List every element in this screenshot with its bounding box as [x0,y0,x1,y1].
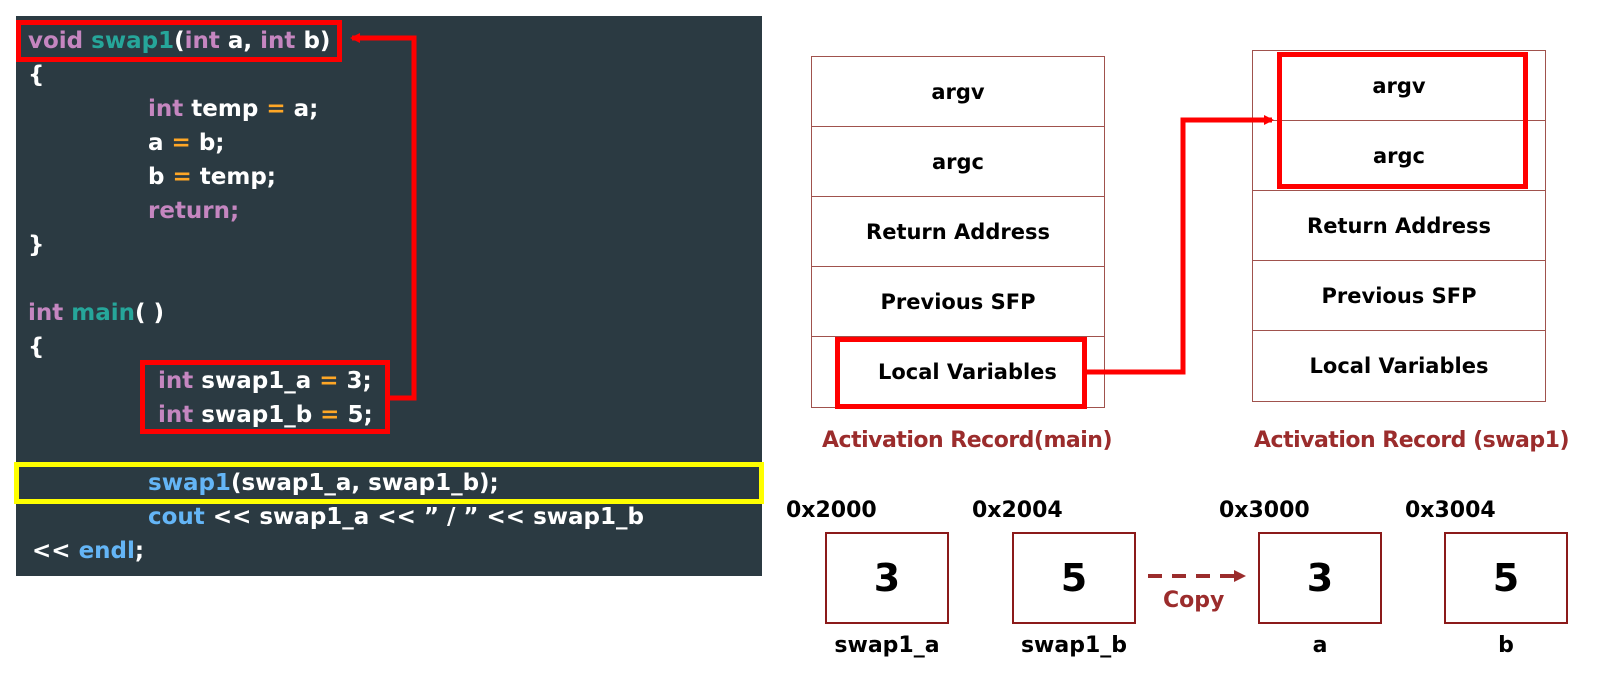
code-text: << swap1_a << ” / ” << swap1_b [204,504,644,530]
var-name-b: b [1498,633,1514,658]
memory-box-b: 5 [1444,532,1568,624]
code-text: a [148,130,172,156]
stack-main-previous-sfp: Previous SFP [812,267,1104,337]
code-text: a; [285,96,319,122]
address-0x2000: 0x2000 [786,498,877,523]
keyword: int [158,402,194,428]
main-activation-record-label: Activation Record(main) [822,428,1113,453]
code-text: b) [295,28,331,54]
arrow-locals-to-arguments [1087,115,1274,375]
stack-main-argc: argc [812,127,1104,197]
code-line-swap1-signature: void swap1(int a, int b) [28,24,330,58]
code-line-cout: cout << swap1_a << ” / ” << swap1_b [148,500,644,534]
code-text: swap1_a [193,368,320,394]
memory-box-swap1-a: 3 [825,532,949,624]
memory-box-swap1-b: 5 [1012,532,1136,624]
operator: = [266,96,286,122]
code-text: ( [174,28,185,54]
function-name: swap1 [148,470,231,496]
code-line-return: return; [148,198,240,224]
swap1-activation-record-label: Activation Record (swap1) [1254,428,1570,453]
address-0x3004: 0x3004 [1405,498,1496,523]
highlight-local-declarations [140,360,390,434]
code-line-decl-swap1-a: int swap1_a = 3; [158,364,372,398]
code-line-assign-b: b = temp; [148,160,276,194]
code-line-open-brace-main: { [28,334,45,360]
var-name-swap1-a: swap1_a [834,633,940,658]
operator: = [319,368,339,394]
code-text: ; [134,538,145,564]
stack-main-return-address: Return Address [812,197,1104,267]
address-0x3000: 0x3000 [1219,498,1310,523]
code-line-close-brace: } [28,232,45,258]
code-line-open-brace: { [28,62,45,88]
highlight-swap1-arguments [1277,52,1528,189]
stack-main-argv: argv [812,57,1104,127]
keyword: void [28,28,84,54]
stack-swap1-previous-sfp: Previous SFP [1253,261,1545,331]
keyword: int [184,28,220,54]
code-line-temp: int temp = a; [148,92,318,126]
function-name: main [63,300,136,326]
code-text: (swap1_a, swap1_b); [230,470,499,496]
output-keyword: endl [78,538,135,564]
code-line-assign-a: a = b; [148,126,224,160]
copy-label: Copy [1163,588,1225,613]
code-line-main-signature: int main( ) [28,296,164,330]
code-line-decl-swap1-b: int swap1_b = 5; [158,398,373,432]
function-name: swap1 [91,28,175,54]
keyword: int [260,28,296,54]
arrow-declarations-to-signature [350,33,417,401]
highlight-main-local-variables [835,337,1087,409]
keyword: int [28,300,64,326]
code-text: temp [183,96,267,122]
operator: = [320,402,340,428]
code-text: swap1_b [193,402,321,428]
code-text: b; [190,130,225,156]
code-line-endl: << endl; [32,534,144,568]
stack-main-local-variables: Local Variables [878,360,1057,384]
var-name-a: a [1312,633,1328,658]
stack-swap1: argv argc Return Address Previous SFP Lo… [1252,50,1546,402]
code-line-swap1-call: swap1(swap1_a, swap1_b); [148,466,499,500]
highlight-swap1-signature [16,20,342,62]
memory-box-a: 3 [1258,532,1382,624]
code-text: a, [219,28,261,54]
code-text: b [148,164,173,190]
output-keyword: cout [148,504,205,530]
stack-swap1-argc: argc [1253,121,1545,191]
operator: = [171,130,191,156]
keyword: int [158,368,194,394]
code-text: 5; [339,402,373,428]
address-0x2004: 0x2004 [972,498,1063,523]
code-text: temp; [191,164,276,190]
operator: = [172,164,192,190]
keyword: int [148,96,184,122]
code-text: << [32,538,79,564]
highlight-swap1-call [14,462,764,504]
stack-swap1-return-address: Return Address [1253,191,1545,261]
stack-swap1-argv: argv [1253,51,1545,121]
code-panel: void swap1(int a, int b) { int temp = a;… [16,16,762,576]
code-text: ( ) [135,300,165,326]
code-text: 3; [338,368,372,394]
stack-swap1-local-variables: Local Variables [1309,354,1489,378]
var-name-swap1-b: swap1_b [1020,633,1128,658]
